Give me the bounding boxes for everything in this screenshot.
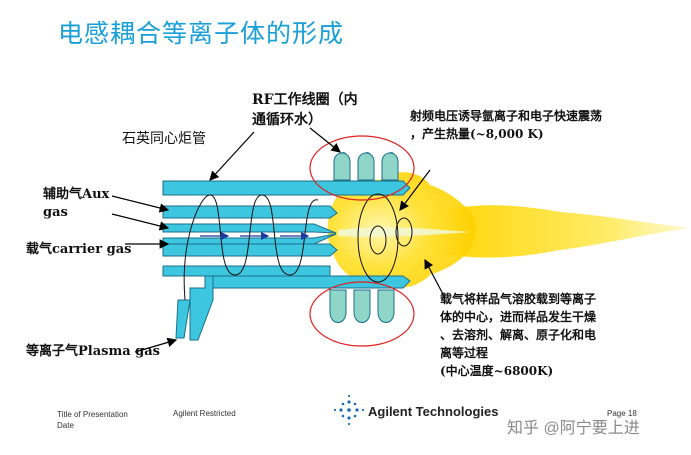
footer-date-line: Date [57,421,74,430]
footer-title: Title of Presentation Date [57,409,128,431]
aux-gas-label-line1: 辅助气Aux [43,187,110,202]
rf-coil-label-line2: 通循环水） [252,112,322,128]
bottom-coil-circle [309,281,415,347]
company-logo-text: Agilent Technologies [368,404,499,419]
carrier-description-label: 载气将样品气溶胶载到等离子 体的中心，进而样品发生干燥 、去溶剂、解离、原子化和… [440,290,596,380]
rf-coil-label-line1: RF工作线圈（内 [252,92,358,108]
footer-page-number: Page 18 [607,409,637,418]
watermark: 知乎 @阿宁要上进 [507,420,640,437]
outer-tube-top [162,180,411,196]
footer-title-line: Title of Presentation [57,410,128,419]
gas-swirl [183,194,319,301]
plasma-gas-label: 等离子气Plasma gas [26,344,160,359]
lower-tube-wall [162,265,331,277]
plasma-gas-inlet-inner [175,299,191,339]
page-title: 电感耦合等离子体的形成 [58,19,345,48]
middle-tube-top [162,205,338,219]
agilent-logo-icon [333,394,365,426]
rf-coil-bottom [329,289,395,323]
rf-description-line1: 射频电压诱导氩离子和电子快速震荡 [410,109,603,123]
carrier-description-line5: (中心温度~6800K) [440,364,554,378]
rf-description-line2: ，产生热量(~8,000 K) [410,127,544,141]
rf-description-label: 射频电压诱导氩离子和电子快速震荡 ，产生热量(~8,000 K) [410,107,602,143]
rf-coil-label: RF工作线圈（内 通循环水） [252,90,358,130]
plasma-gas-inlet [189,275,214,341]
carrier-description-line4: 离等过程 [440,346,489,360]
aux-gas-label-line2: gas [43,205,68,220]
pointer-arrows [111,127,446,353]
quartz-torch [162,180,411,341]
coil-highlight-circles [309,135,415,347]
carrier-description-line1: 载气将样品气溶胶载到等离子 [440,292,597,306]
plasma-flame [327,172,690,289]
rf-coil-top [333,152,399,181]
carrier-description-line2: 体的中心，进而样品发生干燥 [440,310,597,324]
inner-tube-top [162,223,337,234]
middle-tube-bottom [162,243,338,257]
top-coil-circle [309,135,415,201]
carrier-description-line3: 、去溶剂、解离、原子化和电 [440,328,597,342]
quartz-torch-label: 石英同心炬管 [122,131,206,147]
coil-rings [357,193,413,283]
footer-restricted: Agilent Restricted [173,409,236,418]
aux-gas-label: 辅助气Aux gas [43,186,109,222]
carrier-gas-label: 载气carrier gas [26,242,132,257]
